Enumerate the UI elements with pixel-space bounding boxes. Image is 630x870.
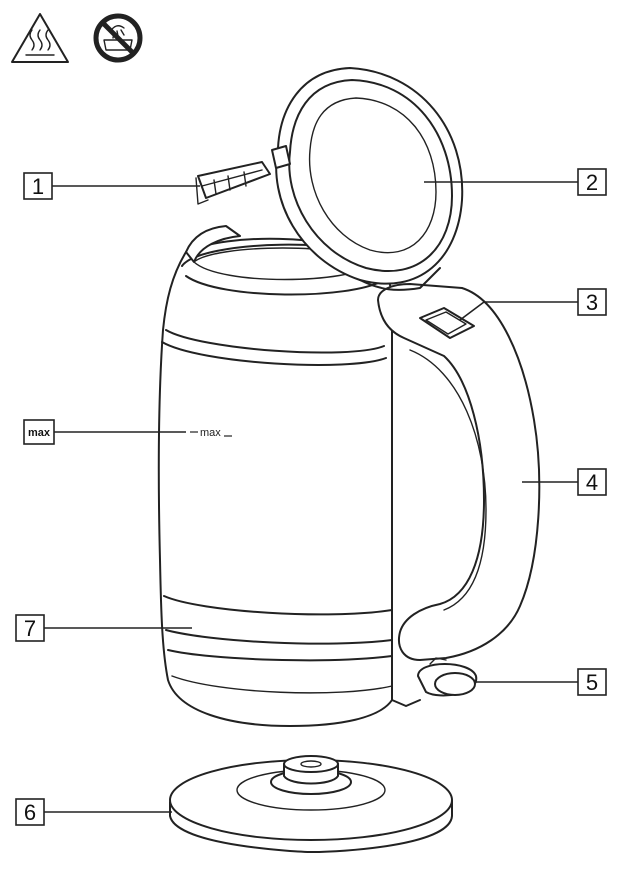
callout-3-label: 3	[586, 290, 598, 315]
callout-5-box	[577, 668, 607, 696]
callout-4: 4	[522, 468, 607, 496]
callout-5: 5	[474, 668, 607, 696]
kettle-handle	[377, 283, 541, 707]
max-scale-label: max	[200, 427, 221, 439]
callout-7-label: 7	[24, 616, 36, 641]
lid-release-button	[419, 307, 475, 339]
on-off-switch	[417, 657, 478, 697]
callout-max: max	[23, 419, 186, 445]
callout-1-label: 1	[32, 174, 44, 199]
callout-6-box	[15, 798, 45, 826]
no-water-immersion-icon	[93, 13, 143, 63]
callout-2-label: 2	[586, 170, 598, 195]
max-box-label: max	[28, 427, 51, 439]
hot-surface-warning-icon	[11, 13, 69, 63]
callout-4-label: 4	[586, 470, 598, 495]
callout-3: 3	[459, 288, 607, 321]
callout-6: 6	[15, 798, 172, 826]
base-station	[169, 755, 453, 853]
callout-1: 1	[23, 172, 200, 200]
callout-3-box	[577, 288, 607, 316]
callout-2: 2	[424, 168, 607, 196]
max-scale-mark: max	[190, 427, 232, 439]
callout-5-label: 5	[586, 670, 598, 695]
limescale-filter	[195, 161, 271, 205]
kettle-body	[157, 225, 393, 727]
callout-6-label: 6	[24, 800, 36, 825]
kettle-lid	[271, 67, 464, 291]
max-box	[23, 419, 55, 445]
callout-1-box	[23, 172, 53, 200]
callout-7: 7	[15, 614, 192, 642]
